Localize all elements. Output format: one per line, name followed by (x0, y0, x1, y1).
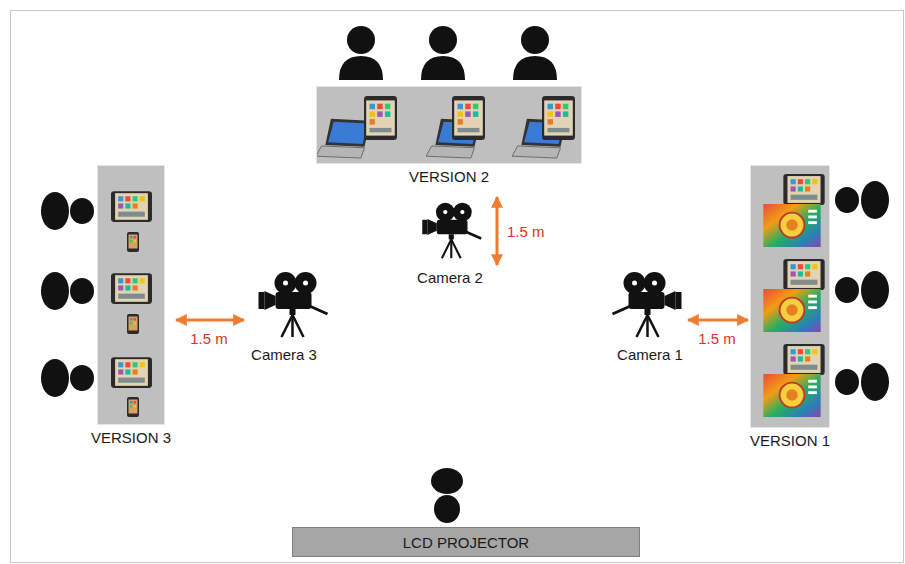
camera-label: Camera 1 (617, 346, 683, 363)
devices-version-1 (763, 174, 824, 417)
node-label: LCD PROJECTOR (403, 534, 529, 551)
table-area: VERSION 3 (97, 165, 165, 425)
dimension-arrows (176, 197, 748, 320)
person-silhouettes-left (41, 192, 94, 397)
devices-version-3 (111, 191, 152, 417)
table-top (316, 86, 582, 164)
person-silhouettes-top (339, 26, 557, 80)
dimension-label: 1.5 m (507, 223, 545, 240)
dimension-label: 1.5 m (190, 330, 228, 347)
frame-border (11, 11, 904, 563)
table-heading: VERSION 1 (750, 432, 830, 449)
person-silhouettes-right (835, 181, 889, 401)
devices-version-2 (316, 96, 575, 158)
camera-label: Camera 3 (251, 346, 317, 363)
table-left (97, 165, 165, 425)
table-heading: VERSION 3 (91, 429, 171, 446)
camera-icon (422, 203, 481, 258)
camera-label: Camera 2 (417, 269, 483, 286)
camera-icon (259, 272, 328, 337)
table-area: VERSION 2 (316, 86, 582, 164)
table-heading: VERSION 2 (409, 168, 489, 185)
dimension-label: 1.5 m (698, 330, 736, 347)
table-area: VERSION 1 (750, 165, 830, 428)
person-silhouette-projector (431, 468, 463, 523)
projector-bar: LCD PROJECTOR (292, 527, 640, 557)
camera-icon (613, 272, 682, 337)
table-right (750, 165, 830, 428)
